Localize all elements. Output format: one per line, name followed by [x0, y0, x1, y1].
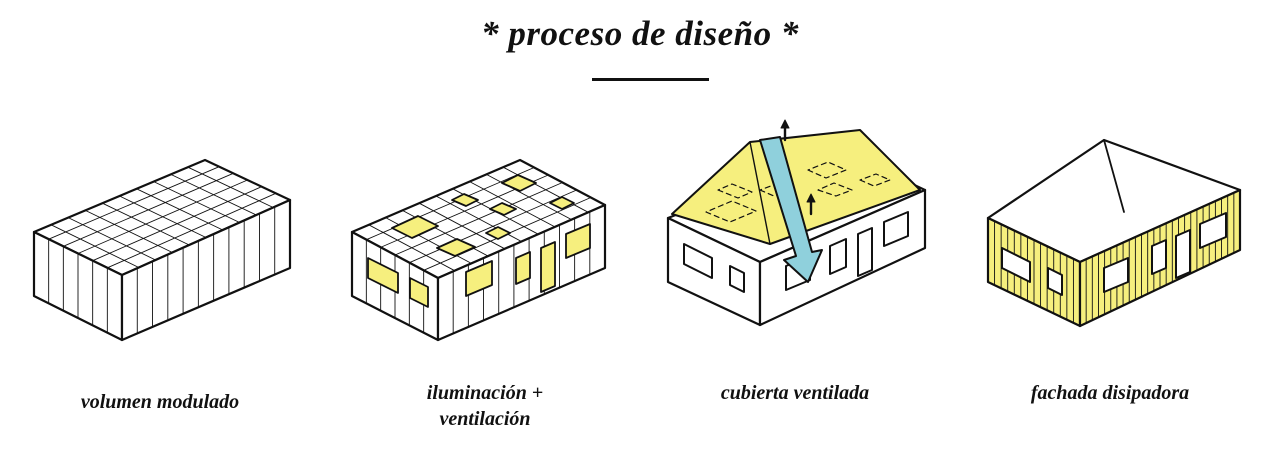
caption-text-line2: ventilación	[439, 408, 531, 430]
lv-skylights	[391, 174, 575, 257]
step-caption-volumen: volumen modulado	[40, 389, 280, 415]
step-caption-cubierta: cubierta ventilada	[675, 380, 915, 406]
vr-roof	[671, 129, 921, 245]
module-roof-grid	[48, 166, 277, 269]
lv-windows	[367, 223, 591, 308]
caption-text: fachada disipadora	[1030, 382, 1190, 404]
dissipating-facade-volume	[986, 138, 1242, 328]
airflow-arrow-icon	[759, 119, 823, 283]
df-windows	[1001, 212, 1227, 296]
ventilated-roof-volume	[666, 119, 927, 327]
caption-text-line1: iluminación +	[426, 382, 544, 404]
module-right-wall	[120, 198, 292, 342]
vr-hidden-openings	[705, 161, 891, 223]
step-caption-iluminacion: iluminación + ventilación	[360, 380, 610, 432]
page-title: * proceso de diseño *	[481, 14, 799, 53]
caption-text: volumen modulado	[80, 391, 240, 413]
step-caption-fachada: fachada disipadora	[990, 380, 1230, 406]
title-underline	[592, 78, 709, 81]
module-wall-panels	[48, 206, 276, 334]
lighting-ventilation-volume	[350, 158, 607, 342]
caption-text: cubierta ventilada	[720, 382, 870, 404]
module-volume	[32, 158, 292, 342]
